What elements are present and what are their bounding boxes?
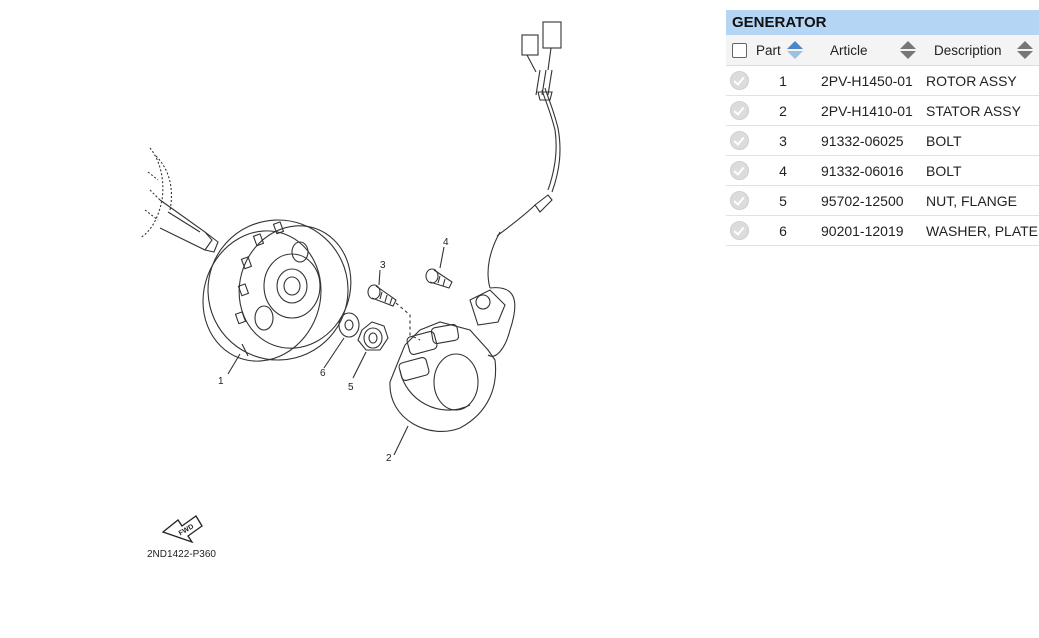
- callout-2: 2: [386, 453, 392, 464]
- cell-description: NUT, FLANGE: [926, 192, 1018, 209]
- table-row[interactable]: 3 91332-06025 BOLT: [726, 126, 1039, 156]
- rotor-part-1: [202, 219, 352, 362]
- cell-part: 4: [779, 162, 787, 179]
- cell-article: 2PV-H1410-01: [821, 102, 913, 119]
- table-row[interactable]: 2 2PV-H1410-01 STATOR ASSY: [726, 96, 1039, 126]
- leader-2: [393, 425, 409, 456]
- column-article-label: Article: [830, 42, 868, 58]
- cell-description: BOLT: [926, 162, 962, 179]
- bolt-part-4: [425, 268, 453, 289]
- washer-part-6: [338, 312, 360, 338]
- table-row[interactable]: 5 95702-12500 NUT, FLANGE: [726, 186, 1039, 216]
- fwd-label: FWD: [178, 523, 195, 537]
- diagram-code: 2ND1422-P360: [147, 549, 216, 560]
- leader-4: [439, 246, 445, 269]
- wire-harness: [487, 21, 562, 289]
- stator-part-2: [389, 287, 516, 433]
- callout-1: 1: [218, 376, 224, 387]
- check-icon[interactable]: [729, 71, 749, 90]
- cell-article: 91332-06016: [821, 162, 904, 179]
- leader-5: [352, 351, 367, 379]
- leader-3: [378, 269, 381, 286]
- table-header: Part Article Description: [726, 35, 1039, 66]
- fwd-arrow-icon: [161, 515, 203, 544]
- cell-description: STATOR ASSY: [926, 102, 1021, 119]
- table-row[interactable]: 4 91332-06016 BOLT: [726, 156, 1039, 186]
- cell-description: BOLT: [926, 132, 962, 149]
- cell-part: 6: [779, 222, 787, 239]
- column-header-part[interactable]: Part: [752, 41, 814, 59]
- parts-diagram: 1 2 3 4 5 6 FWD 2ND1422-P360: [139, 21, 562, 560]
- cell-part: 5: [779, 192, 787, 209]
- sort-icon[interactable]: [900, 41, 916, 59]
- cell-part: 2: [779, 102, 787, 119]
- callout-6: 6: [320, 368, 326, 379]
- leader-6: [323, 337, 345, 369]
- sort-icon[interactable]: [1017, 41, 1033, 59]
- callout-3: 3: [380, 260, 386, 271]
- cell-part: 1: [779, 72, 787, 89]
- column-part-label: Part: [756, 42, 781, 58]
- column-header-article[interactable]: Article: [814, 41, 920, 59]
- table-row[interactable]: 1 2PV-H1450-01 ROTOR ASSY: [726, 66, 1039, 96]
- cell-description: WASHER, PLATE: [926, 222, 1039, 239]
- sort-icon[interactable]: [786, 41, 803, 59]
- table-row[interactable]: 6 90201-12019 WASHER, PLATE: [726, 216, 1039, 246]
- column-header-description[interactable]: Description: [920, 41, 1039, 59]
- select-all-checkbox[interactable]: [731, 42, 747, 58]
- check-icon[interactable]: [729, 221, 749, 240]
- check-icon[interactable]: [729, 131, 749, 150]
- exploded-view-drawing: 1 2 3 4 5 6 FWD 2ND1422-P360: [139, 21, 562, 560]
- cell-article: 2PV-H1450-01: [821, 72, 913, 89]
- cell-part: 3: [779, 132, 787, 149]
- parts-list-panel: GENERATOR Part Article Description 1 2PV…: [726, 10, 1039, 246]
- callout-4: 4: [443, 237, 449, 248]
- bolt-part-3: [367, 284, 421, 341]
- callout-5: 5: [348, 382, 354, 393]
- panel-title: GENERATOR: [726, 10, 1039, 35]
- check-icon[interactable]: [729, 191, 749, 210]
- check-icon[interactable]: [729, 101, 749, 120]
- crankshaft-sketch: [139, 147, 219, 253]
- cell-description: ROTOR ASSY: [926, 72, 1017, 89]
- cell-article: 90201-12019: [821, 222, 904, 239]
- column-description-label: Description: [934, 42, 1002, 58]
- check-icon[interactable]: [729, 161, 749, 180]
- nut-part-5: [357, 321, 389, 351]
- leader-1: [227, 353, 241, 375]
- cell-article: 95702-12500: [821, 192, 904, 209]
- cell-article: 91332-06025: [821, 132, 904, 149]
